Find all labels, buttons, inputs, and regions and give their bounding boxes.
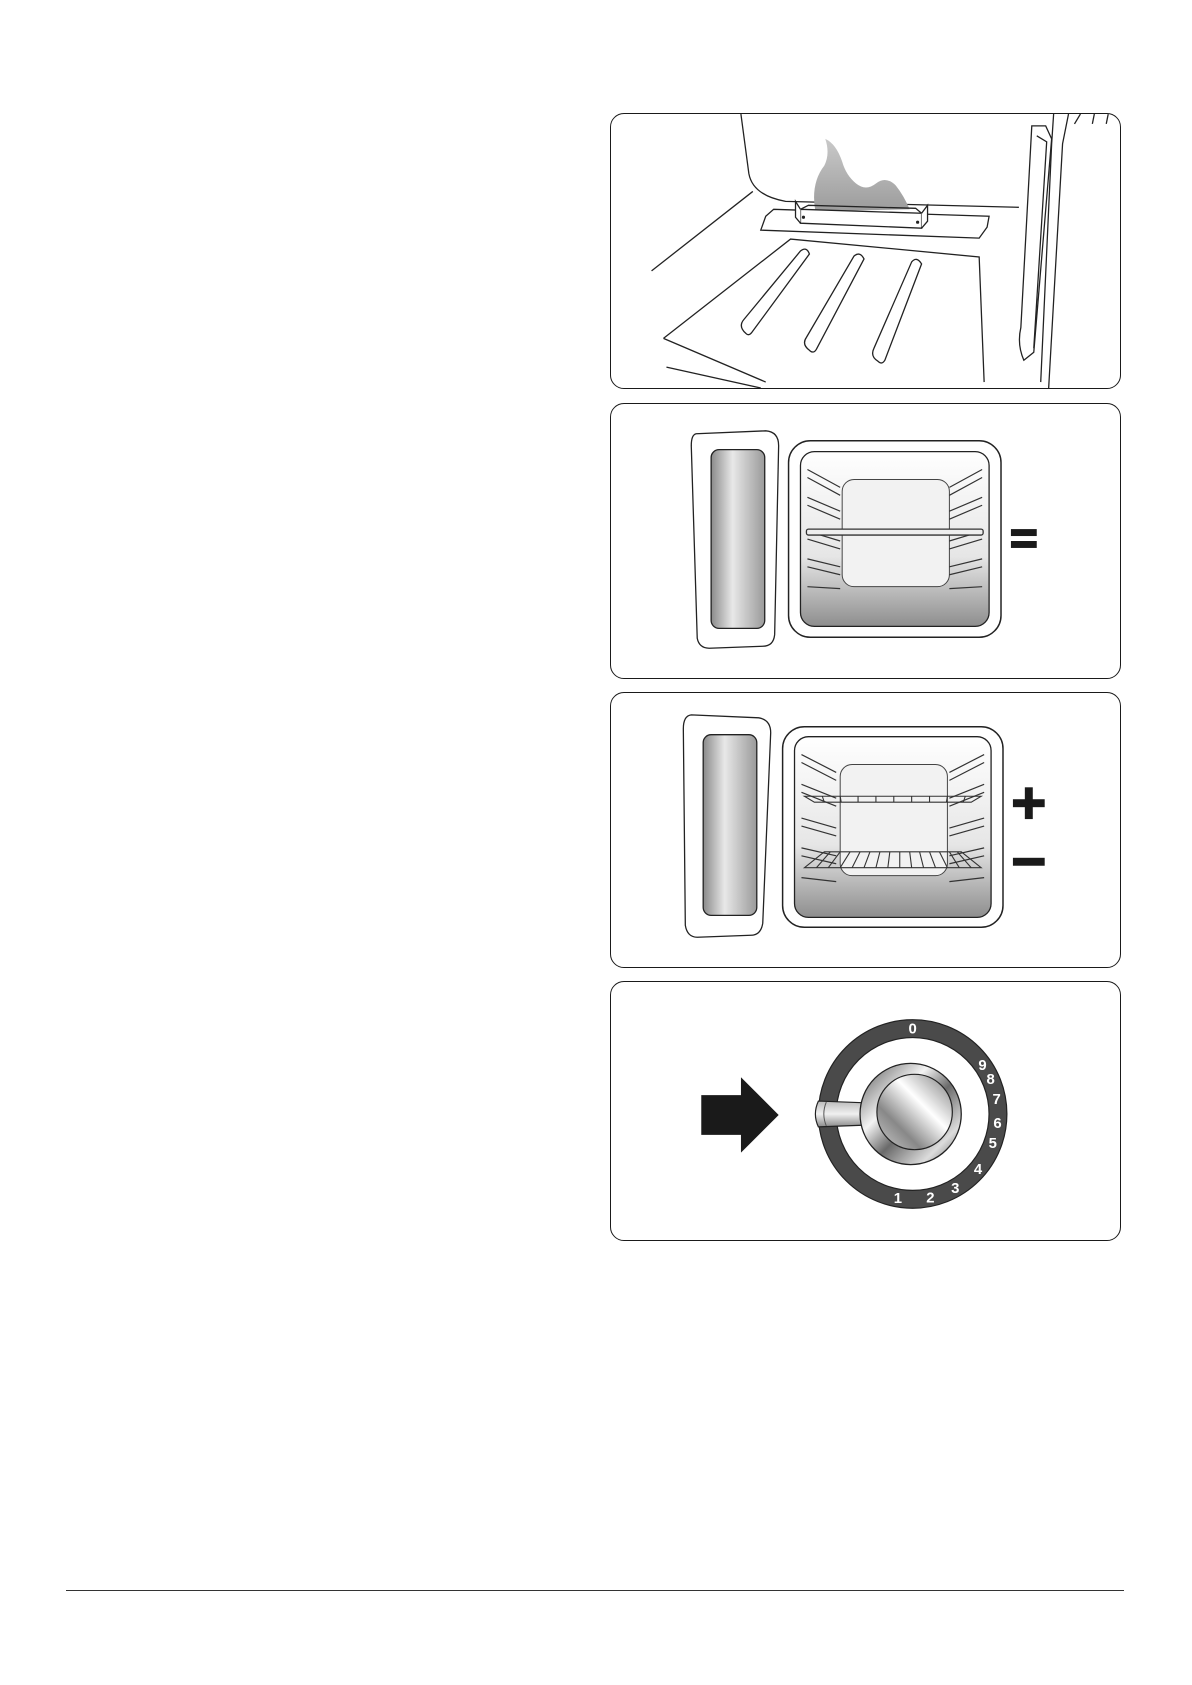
dial-number-6: 6 (993, 1116, 1001, 1132)
arrow-right-icon (701, 1077, 778, 1152)
minus-symbol (1013, 858, 1045, 866)
dial-number-2: 2 (926, 1190, 934, 1206)
oven-floor-tray-smoke-illustration (611, 114, 1120, 388)
illustration-panel-two-shelves (610, 692, 1121, 968)
oven-control-knob-illustration: 0 98 7 6 543 2 1 (611, 982, 1120, 1240)
dial-number-4: 4 (974, 1162, 983, 1178)
plus-symbol (1013, 787, 1045, 819)
dial-number-9: 9 (978, 1058, 986, 1074)
illustration-panel-single-shelf (610, 403, 1121, 679)
illustration-panel-tray-smoke (610, 113, 1121, 389)
equals-symbol-top (1011, 529, 1037, 536)
dial-number-7: 7 (993, 1092, 1001, 1108)
oven-two-shelves-illustration (611, 693, 1120, 967)
equals-symbol-bottom (1011, 541, 1037, 548)
dial-number-0: 0 (908, 1022, 916, 1038)
dial-number-5: 5 (989, 1136, 997, 1152)
dial-number-1: 1 (894, 1191, 902, 1207)
oven-single-shelf-illustration (611, 404, 1120, 678)
footer-rule (66, 1590, 1124, 1591)
dial-number-8: 8 (986, 1072, 994, 1088)
dial-number-3: 3 (951, 1181, 959, 1197)
